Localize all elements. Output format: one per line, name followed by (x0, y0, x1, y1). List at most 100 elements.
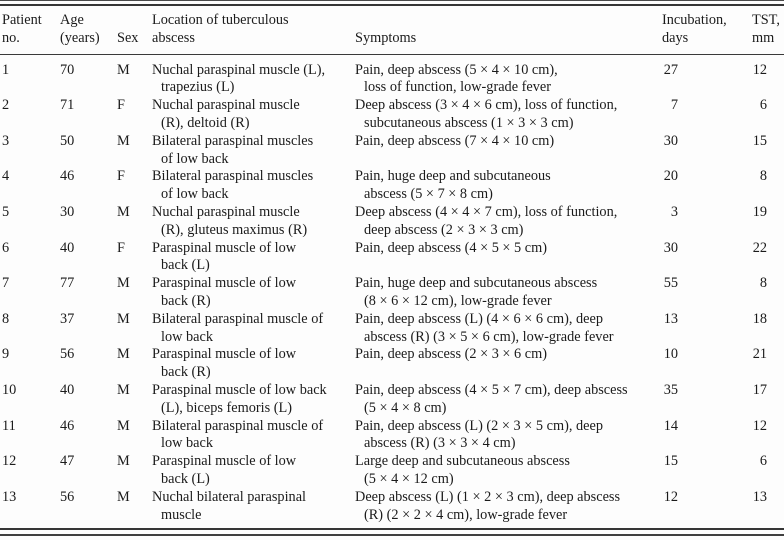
cell-patient: 12 (2, 453, 17, 470)
cell-patient: 5 (2, 203, 10, 220)
cell-incubation: 20 (663, 168, 678, 185)
cell-symptoms: Pain, deep abscess (4 × 5 × 5 cm) (355, 239, 548, 256)
top-rule-thin (0, 0, 784, 1)
cell-incubation: 10 (663, 346, 678, 363)
cell-sex: M (117, 203, 130, 220)
cell-age: 46 (60, 417, 75, 434)
cell-age: 56 (60, 488, 75, 505)
cell-tst: 12 (752, 417, 767, 434)
cell-incubation: 15 (663, 453, 678, 470)
column-header-age: Age (years) (60, 7, 117, 55)
cell-sex: M (117, 417, 130, 434)
column-header-tst: TST, mm (750, 7, 784, 55)
cell-location: Paraspinal muscle of low back (L) (152, 239, 297, 274)
cell-symptoms: Pain, deep abscess (L) (2 × 3 × 5 cm), d… (355, 417, 603, 452)
cell-age: 71 (60, 97, 75, 114)
cell-age: 37 (60, 310, 75, 327)
cell-location: Nuchal bilateral paraspinal muscle (152, 488, 307, 523)
cell-incubation: 7 (670, 97, 678, 114)
table-row: 10 40 M Paraspinal muscle of low back (L), … (0, 382, 784, 418)
cell-sex: M (117, 488, 130, 505)
table-bottom-double-rule (0, 528, 784, 536)
cell-incubation: 14 (663, 417, 678, 434)
cell-patient: 10 (2, 381, 17, 398)
cell-symptoms: Deep abscess (3 × 4 × 6 cm), loss of fun… (355, 97, 618, 131)
cell-patient: 4 (2, 168, 10, 185)
cell-sex: M (117, 453, 130, 470)
cell-symptoms: Pain, deep abscess (5 × 4 × 10 cm), loss… (355, 61, 558, 96)
cell-patient: 13 (2, 488, 17, 505)
cell-tst: 19 (752, 203, 767, 220)
cell-location: Nuchal paraspinal muscle (R), deltoid (R… (152, 97, 300, 131)
cell-sex: M (117, 310, 130, 327)
cell-symptoms: Pain, deep abscess (7 × 4 × 10 cm) (355, 132, 555, 149)
cell-patient: 1 (2, 61, 10, 78)
cell-tst: 15 (752, 132, 767, 149)
table-row: 5 30 M Nuchal paraspinal muscle (R), gluteu… (0, 204, 784, 240)
column-header-patient-no: Patient no. (0, 7, 60, 55)
bottom-rule-upper (0, 528, 784, 531)
cell-tst: 13 (752, 488, 767, 505)
cell-patient: 8 (2, 310, 10, 327)
cell-symptoms: Pain, huge deep and subcutaneous abscess… (355, 275, 598, 309)
cell-tst: 8 (759, 168, 767, 185)
column-header-symptoms: Symptoms (355, 7, 660, 55)
cell-location: Paraspinal muscle of low back (L) (152, 453, 297, 487)
table-header-row: Patient no. Age (years) Sex Location of … (0, 7, 784, 55)
cell-age: 50 (60, 132, 75, 149)
cell-incubation: 3 (670, 203, 678, 220)
cell-age: 30 (60, 203, 75, 220)
column-header-location: Location of tuberculous abscess (152, 7, 355, 55)
cell-tst: 17 (752, 381, 767, 398)
cell-symptoms: Large deep and subcutaneous abscess (5 ×… (355, 453, 570, 487)
cell-tst: 6 (759, 453, 767, 470)
table-row: 11 46 M Bilateral paraspinal muscle of low … (0, 418, 784, 454)
cell-location: Nuchal paraspinal muscle (R), gluteus ma… (152, 203, 308, 238)
cell-incubation: 30 (663, 132, 678, 149)
cell-location: Bilateral paraspinal muscles of low back (152, 132, 314, 167)
cell-patient: 7 (2, 275, 10, 292)
cell-location: Nuchal paraspinal muscle (L), trapezius … (152, 61, 326, 96)
cell-incubation: 12 (663, 488, 678, 505)
cell-patient: 9 (2, 346, 10, 363)
table-header: Patient no. Age (years) Sex Location of … (0, 7, 784, 55)
cell-location: Bilateral paraspinal muscle of low back (152, 417, 324, 452)
cell-symptoms: Pain, deep abscess (2 × 3 × 6 cm) (355, 346, 548, 363)
cell-location: Bilateral paraspinal muscles of low back (152, 168, 314, 203)
cell-age: 47 (60, 453, 75, 470)
cell-incubation: 30 (663, 239, 678, 256)
cell-tst: 18 (752, 310, 767, 327)
cell-symptoms: Deep abscess (L) (1 × 2 × 3 cm), deep ab… (355, 488, 621, 523)
cell-tst: 21 (752, 346, 767, 363)
cell-location: Paraspinal muscle of low back (R) (152, 346, 297, 381)
cell-location: Paraspinal muscle of low back (L), bicep… (152, 381, 327, 416)
cell-sex: M (117, 381, 130, 398)
cell-tst: 6 (759, 97, 767, 114)
cell-incubation: 35 (663, 381, 678, 398)
cell-symptoms: Pain, huge deep and subcutaneous abscess… (355, 168, 551, 203)
top-rule-thick (0, 4, 784, 7)
cell-tst: 8 (759, 275, 767, 292)
cell-patient: 3 (2, 132, 10, 149)
cell-patient: 2 (2, 97, 10, 114)
column-header-incubation: Incubation, days (660, 7, 750, 55)
table-row: 12 47 M Paraspinal muscle of low back (L) La… (0, 453, 784, 489)
cell-symptoms: Pain, deep abscess (4 × 5 × 7 cm), deep … (355, 381, 628, 416)
cell-age: 40 (60, 239, 75, 256)
cell-symptoms: Deep abscess (4 × 4 × 7 cm), loss of fun… (355, 203, 618, 238)
cell-tst: 12 (752, 61, 767, 78)
bottom-rule-lower (0, 533, 784, 536)
cell-sex: M (117, 346, 130, 363)
cell-patient: 11 (2, 417, 16, 434)
cell-location: Paraspinal muscle of low back (R) (152, 275, 297, 309)
table-top-double-rule (0, 0, 784, 7)
cell-sex: F (117, 168, 125, 185)
cell-sex: M (117, 275, 130, 292)
cell-age: 40 (60, 381, 75, 398)
